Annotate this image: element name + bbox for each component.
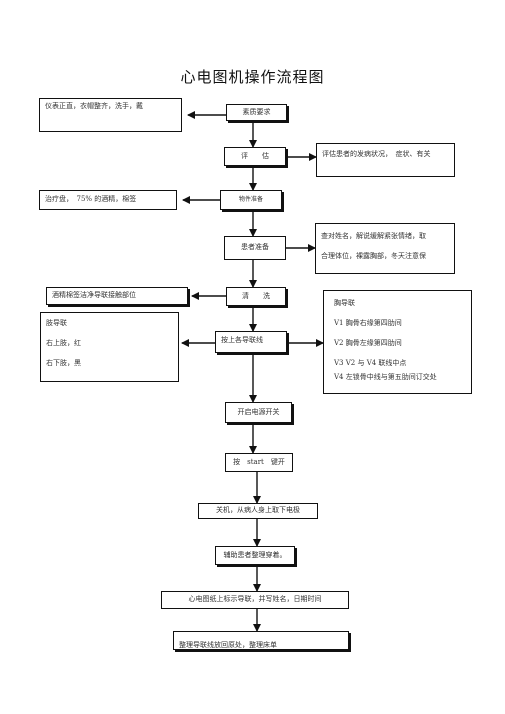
power-off-box: 关机，从病人身上取下电极	[198, 503, 318, 519]
power-on-text: 开启电源开关	[237, 407, 280, 416]
start-key-text: 按 start 键开	[233, 457, 285, 466]
tray-items-box: 治疗盘， 75% 的酒精，棉签	[39, 190, 177, 210]
assess-detail-box: 评估患者的发病状况， 症状、有关	[316, 143, 455, 177]
limb-leads-right-arm: 右上肢，红	[46, 339, 81, 348]
clean-text: 清 洗	[242, 291, 270, 300]
label-paper-box: 心电图纸上标示导联，并写姓名，日期时间	[161, 591, 349, 609]
prepare-items-box: 仪表正直，衣帽整齐，洗手，戴	[39, 98, 182, 132]
chest-leads-v3: V3 V2 与 V4 联线中点	[334, 359, 407, 368]
assess-box: 评 估	[224, 147, 286, 166]
chest-leads-title: 胸导联	[334, 299, 355, 307]
chest-leads-box: 胸导联 V1 胸骨右缘第四肋间 V2 胸骨左缘第四肋间 V3 V2 与 V4 联…	[323, 290, 472, 394]
tidy-text: 整理导联线放回原处，整理床单	[179, 641, 277, 649]
patient-prep-box: 患者准备	[224, 236, 286, 260]
clean-box: 清 洗	[226, 287, 286, 306]
chest-leads-v1: V1 胸骨右缘第四肋间	[334, 319, 402, 328]
materials-box: 物件准备	[220, 190, 282, 210]
dress-text: 辅助患者整理穿着。	[223, 550, 287, 559]
alcohol-clean-box: 酒精棉签洁净导联接触部位	[46, 287, 188, 305]
appearance-text: 素质要求	[242, 107, 271, 116]
assess-text: 评 估	[241, 151, 269, 160]
patient-prep-detail-line-1: 查对姓名，解说缓解紧张情绪，取	[321, 232, 426, 240]
chest-leads-v4: V4 左锁骨中线与第五肋间订交处	[334, 373, 437, 382]
tidy-box: 整理导联线放回原处，整理床单	[173, 631, 349, 650]
materials-text: 物件准备	[238, 196, 263, 204]
connect-leads-text: 按上各导联线	[221, 336, 263, 344]
prepare-items-text: 仪表正直，衣帽整齐，洗手，戴	[45, 102, 143, 110]
start-key-box: 按 start 键开	[225, 453, 293, 472]
chest-leads-v2: V2 胸骨左缘第四肋间	[334, 339, 402, 348]
page-title: 心电图机操作流程图	[180, 68, 325, 86]
alcohol-clean-text: 酒精棉签洁净导联接触部位	[52, 291, 136, 300]
patient-prep-text: 患者准备	[241, 243, 269, 252]
assess-detail-text: 评估患者的发病状况， 症状、有关	[322, 150, 431, 158]
limb-leads-box: 肢导联 右上肢，红 右下肢，黑	[40, 312, 179, 382]
limb-leads-title: 肢导联	[46, 319, 67, 327]
patient-prep-detail-line-2: 合理体位，裸露胸部，冬天注意保	[321, 252, 426, 261]
limb-leads-right-leg: 右下肢，黑	[46, 359, 81, 368]
connect-leads-box: 按上各导联线	[215, 331, 287, 353]
appearance-box: 素质要求	[226, 104, 287, 121]
patient-prep-detail-box: 查对姓名，解说缓解紧张情绪，取 合理体位，裸露胸部，冬天注意保	[315, 223, 455, 274]
label-paper-text: 心电图纸上标示导联，并写姓名，日期时间	[188, 595, 322, 604]
power-off-text: 关机，从病人身上取下电极	[216, 506, 300, 515]
dress-box: 辅助患者整理穿着。	[215, 546, 295, 565]
power-on-box: 开启电源开关	[225, 402, 292, 423]
tray-items-text: 治疗盘， 75% 的酒精，棉签	[45, 195, 137, 204]
